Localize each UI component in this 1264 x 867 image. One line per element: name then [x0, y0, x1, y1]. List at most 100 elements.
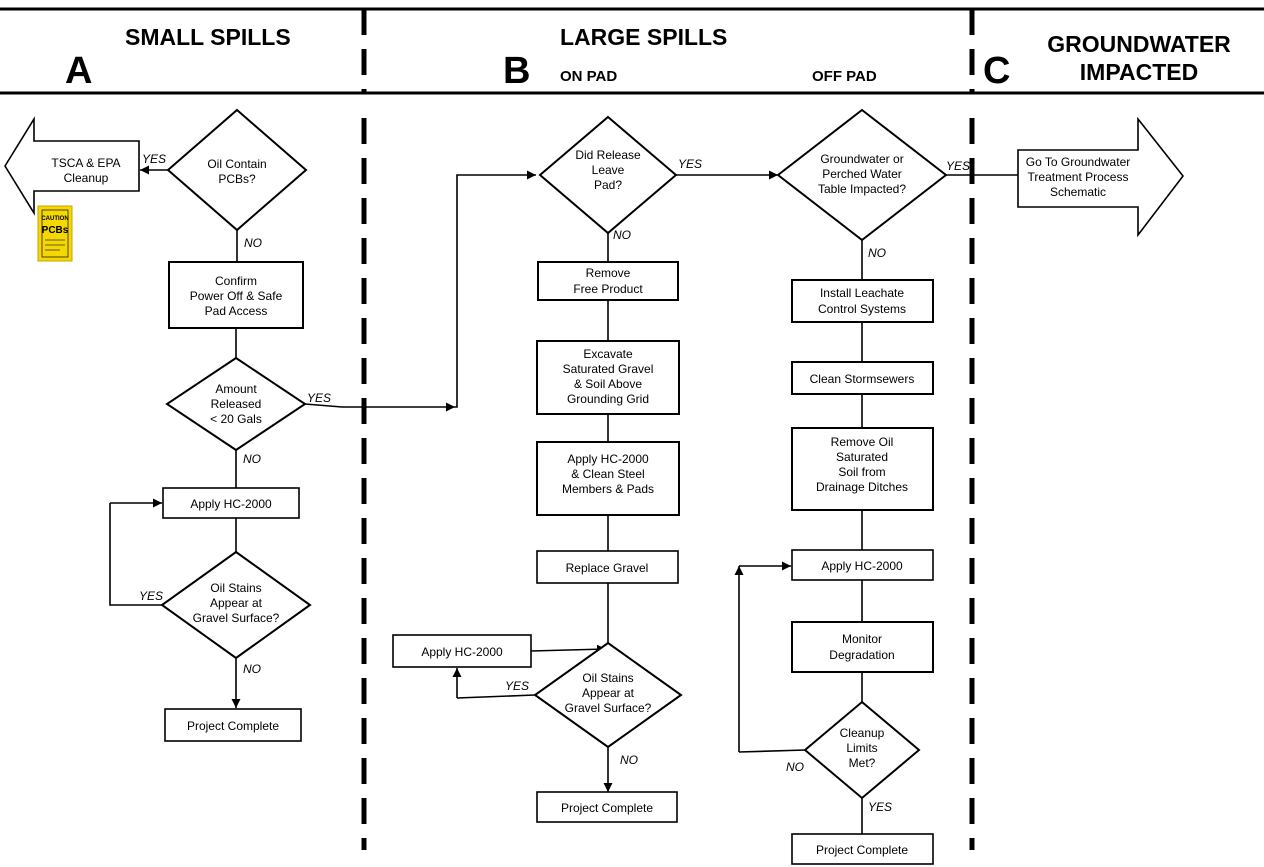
- section-b-off-pad: OFF PAD: [812, 68, 877, 85]
- release-line-3: Pad?: [594, 178, 622, 192]
- monitor-degradation-box: Monitor Degradation: [791, 621, 934, 673]
- apply-clean-line-2: & Clean Steel: [571, 467, 644, 481]
- stains-b-yes-label: YES: [505, 679, 529, 693]
- section-b-letter: B: [503, 50, 530, 92]
- tsca-line-2: Cleanup: [64, 171, 109, 185]
- goto-line-3: Schematic: [1050, 185, 1106, 199]
- groundwater-line-2: Perched Water: [822, 167, 902, 181]
- badge-pcbs-text: PCBs: [42, 225, 69, 236]
- confirm-line-2: Power Off & Safe: [190, 289, 283, 303]
- project-complete-a-box: Project Complete: [164, 708, 302, 742]
- groundwater-line-3: Table Impacted?: [818, 182, 906, 196]
- stains-b-line-2: Appear at: [582, 686, 635, 700]
- remove-free-product-box: Remove Free Product: [537, 261, 679, 301]
- remove-oil-soil-box: Remove Oil Saturated Soil from Drainage …: [791, 427, 934, 511]
- replace-gravel-box: Replace Gravel: [536, 550, 679, 584]
- apply-clean-line-3: Members & Pads: [562, 482, 654, 496]
- section-b-title: LARGE SPILLS: [560, 24, 727, 50]
- excavate-line-1: Excavate: [583, 347, 633, 361]
- apply-c-label: Apply HC-2000: [821, 559, 903, 573]
- stains-a-decision: Oil Stains Appear at Gravel Surface?: [160, 550, 312, 660]
- apply-hc2000-a-box: Apply HC-2000: [162, 487, 300, 519]
- groundwater-decision: Groundwater or Perched Water Table Impac…: [776, 108, 948, 242]
- stains-b-line-3: Gravel Surface?: [565, 701, 652, 715]
- project-complete-b-box: Project Complete: [536, 791, 678, 823]
- remove-oil-line-1: Remove Oil: [831, 435, 894, 449]
- amount-decision: Amount Released < 20 Gals: [165, 356, 307, 452]
- stains-b-no-label: NO: [620, 753, 638, 767]
- apply-clean-line-1: Apply HC-2000: [567, 452, 649, 466]
- remove-oil-line-4: Drainage Ditches: [816, 480, 908, 494]
- remove-oil-line-3: Soil from: [838, 465, 885, 479]
- release-no-label: NO: [613, 228, 631, 242]
- excavate-line-2: Saturated Gravel: [563, 362, 654, 376]
- release-line-1: Did Release: [575, 148, 641, 162]
- to-release-decision-connector: [455, 170, 536, 408]
- release-line-2: Leave: [592, 163, 625, 177]
- complete-a-label: Project Complete: [187, 719, 279, 733]
- section-a-letter: A: [65, 50, 92, 92]
- stains-a-yes-connector: [109, 503, 162, 606]
- remove-oil-line-2: Saturated: [836, 450, 888, 464]
- amount-line-3: < 20 Gals: [210, 412, 262, 426]
- apply-a-label: Apply HC-2000: [190, 497, 272, 511]
- clean-stormsewers-box: Clean Stormsewers: [791, 361, 934, 395]
- limits-line-3: Met?: [849, 756, 876, 770]
- pcb-yes-label: YES: [142, 152, 166, 166]
- stains-b-yes-connector: [456, 694, 536, 699]
- limits-no-label: NO: [786, 760, 804, 774]
- apply-hc2000-c-box: Apply HC-2000: [791, 549, 934, 581]
- limits-no-connector: [738, 749, 806, 753]
- apply-b-label: Apply HC-2000: [421, 645, 503, 659]
- stains-a-yes-label: YES: [139, 589, 163, 603]
- groundwater-no-label: NO: [868, 246, 886, 260]
- badge-caution-text: CAUTION: [41, 216, 68, 222]
- amount-yes-connector: [304, 402, 455, 412]
- goto-line-2: Treatment Process: [1028, 170, 1129, 184]
- limits-yes-label: YES: [868, 800, 892, 814]
- amount-line-2: Released: [211, 397, 262, 411]
- confirm-line-3: Pad Access: [205, 304, 268, 318]
- pcb-caution-badge: CAUTION PCBs: [37, 205, 73, 262]
- cleanup-limits-decision: Cleanup Limits Met?: [803, 700, 921, 800]
- pcb-line-1: Oil Contain: [207, 157, 266, 171]
- remove-line-2: Free Product: [573, 282, 643, 296]
- release-yes-label: YES: [678, 157, 702, 171]
- section-c-letter: C: [983, 50, 1010, 92]
- excavate-line-4: Grounding Grid: [567, 392, 649, 406]
- section-a-title: SMALL SPILLS: [125, 24, 291, 50]
- project-complete-c-box: Project Complete: [791, 833, 934, 865]
- tsca-cleanup-arrow: TSCA & EPA Cleanup: [4, 116, 140, 216]
- groundwater-yes-label: YES: [946, 159, 970, 173]
- stains-a-no-label: NO: [243, 662, 261, 676]
- pcb-line-2: PCBs?: [218, 172, 256, 186]
- leachate-line-2: Control Systems: [818, 302, 906, 316]
- stains-b-line-1: Oil Stains: [582, 671, 633, 685]
- limits-line-1: Cleanup: [840, 726, 885, 740]
- amount-line-1: Amount: [215, 382, 257, 396]
- apply-clean-steel-box: Apply HC-2000 & Clean Steel Members & Pa…: [536, 441, 680, 516]
- amount-no-label: NO: [243, 452, 261, 466]
- section-c-title-2: IMPACTED: [1080, 59, 1198, 85]
- goto-groundwater-arrow: Go To Groundwater Treatment Process Sche…: [1017, 116, 1185, 238]
- storm-label: Clean Stormsewers: [810, 372, 915, 386]
- tsca-line-1: TSCA & EPA: [51, 156, 120, 170]
- confirm-power-off-box: Confirm Power Off & Safe Pad Access: [168, 261, 304, 329]
- amount-yes-label: YES: [307, 391, 331, 405]
- section-c-title-1: GROUNDWATER: [1047, 31, 1231, 57]
- release-decision: Did Release Leave Pad?: [538, 115, 678, 235]
- stains-a-line-1: Oil Stains: [210, 581, 261, 595]
- apply-hc2000-b-box: Apply HC-2000: [392, 634, 532, 668]
- apply-b-to-flow-connector: [530, 644, 607, 654]
- monitor-line-2: Degradation: [829, 648, 894, 662]
- excavate-box: Excavate Saturated Gravel & Soil Above G…: [536, 340, 680, 415]
- monitor-line-1: Monitor: [842, 632, 882, 646]
- limits-line-2: Limits: [846, 741, 877, 755]
- column-dividers: [361, 9, 975, 850]
- section-b-on-pad: ON PAD: [560, 68, 617, 85]
- excavate-line-3: & Soil Above: [574, 377, 642, 391]
- complete-c-label: Project Complete: [816, 843, 908, 857]
- groundwater-line-1: Groundwater or: [820, 152, 903, 166]
- install-leachate-box: Install Leachate Control Systems: [791, 279, 934, 323]
